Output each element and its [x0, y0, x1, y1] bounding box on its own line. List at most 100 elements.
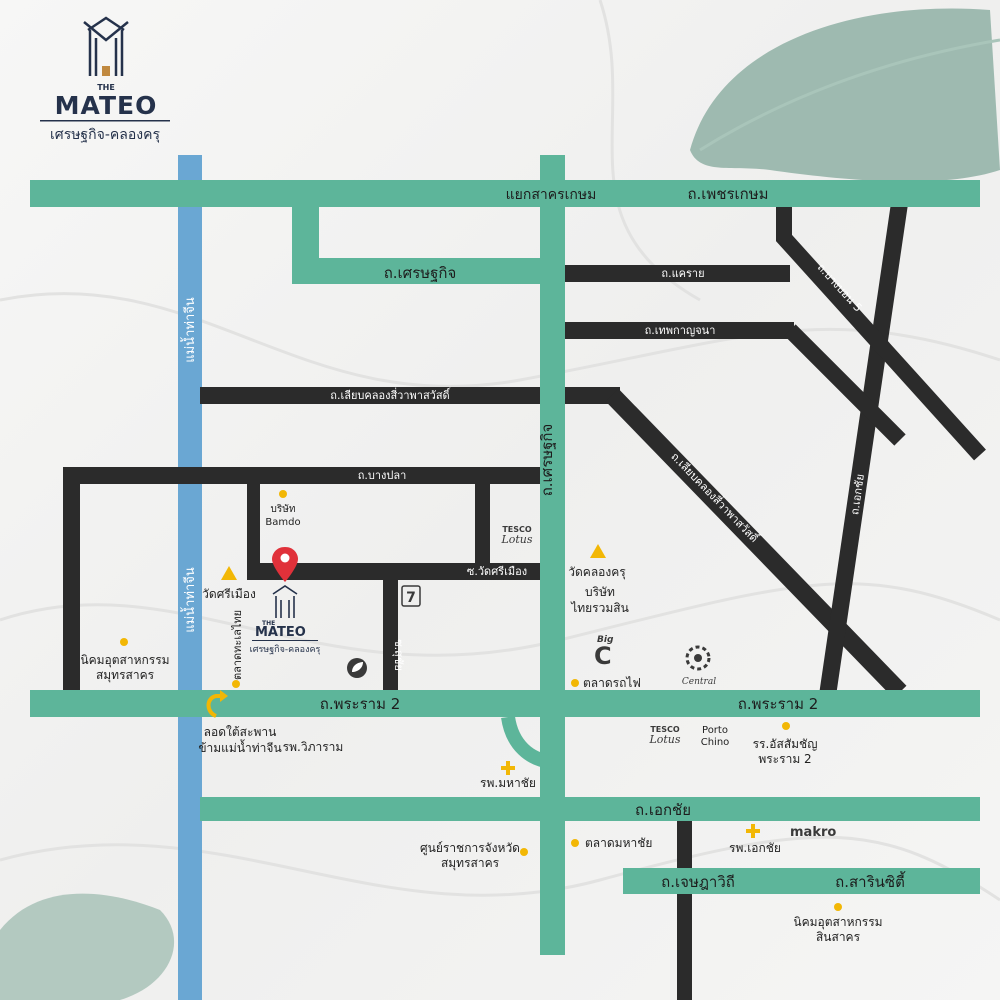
- road-mid-link: [475, 484, 490, 564]
- poi-ekkachai-hosp: รพ.เอกชัย: [729, 841, 781, 855]
- road-ekkachai-horizontal: [200, 797, 980, 821]
- seven-eleven-logo: 7: [406, 590, 416, 606]
- u-turn-icon: [206, 690, 228, 718]
- poi-wat-khlong-khru: วัดคลองครุ: [568, 565, 626, 580]
- lotus-logo-bottom: Lotus: [648, 733, 680, 746]
- pois: บริษัท Bamdo วัดศรีเมือง ตลาดทะเลไทย นิค…: [80, 490, 883, 944]
- road-chetsadawithi: [623, 868, 980, 894]
- poi-dot-talad-thale-thai: [232, 680, 240, 688]
- poi-thai-ruam-sin-line2: ไทยรวมสิน: [570, 601, 629, 615]
- tesco-logo-top: TESCO: [502, 525, 532, 534]
- road-bang-bon-5: [776, 200, 986, 461]
- poi-dot-talad-rot-fai: [571, 679, 579, 687]
- map-pin-hole: [280, 553, 290, 563]
- poi-dot-samut-sakhon-ind: [120, 638, 128, 646]
- road-liap-khlong-diagonal: [605, 388, 907, 699]
- poi-gov-center-line2: สมุทรสาคร: [441, 856, 500, 871]
- road-soi-suchai: [383, 578, 398, 692]
- leaf-badge-mark: [352, 662, 363, 672]
- poi-samut-sakhon-ind-line1: นิคมอุตสาหกรรม: [80, 653, 169, 668]
- leaf-bottom-left: [0, 893, 175, 1000]
- poi-dot-sinsakhon: [834, 903, 842, 911]
- brand-name: MATEO: [55, 91, 158, 120]
- label-setthakit-vertical: ถ.เศรษฐกิจ: [538, 424, 556, 497]
- poi-samut-sakhon-ind-line2: สมุทรสาคร: [96, 668, 155, 683]
- temple-icon-wat-si-mueang: [221, 566, 237, 580]
- road-phetkasem: [30, 180, 980, 207]
- seven-eleven-logo-icon: [401, 585, 421, 607]
- hospital-cross-icon-ekkachai: [746, 824, 760, 838]
- poi-thai-ruam-sin-line1: บริษัท: [585, 585, 615, 599]
- poi-dot-assumption: [782, 722, 790, 730]
- brand-the: THE: [97, 83, 115, 92]
- lotus-logo-top: Lotus: [500, 533, 532, 546]
- road-bang-pla: [63, 467, 540, 484]
- marker-name: MATEO: [255, 625, 306, 640]
- road-liap-khlong-horizontal: [200, 387, 620, 404]
- temple-icon-wat-khlong-khru: [590, 544, 606, 558]
- poi-talad-mahachai: ตลาดมหาชัย: [585, 836, 652, 850]
- tesco-logo-bottom: TESCO: [650, 725, 680, 734]
- house-logo-icon: [83, 16, 129, 76]
- leaf-top-right-vein: [699, 38, 1000, 152]
- label-bang-pla: ถ.บางปลา: [358, 469, 407, 482]
- poi-assumption-line1: รร.อัสสัมชัญ: [753, 737, 818, 751]
- road-thep-kanchana-diagonal: [784, 324, 906, 446]
- label-phetkasem: ถ.เพชรเกษม: [687, 185, 768, 203]
- poi-dot-bamdo: [279, 490, 287, 498]
- central-logo: Central: [682, 677, 716, 687]
- rama2-interchange-curve: [501, 715, 554, 769]
- store-logos: TESCO Lotus TESCO Lotus 7 Big C Central: [347, 525, 716, 746]
- poi-underpass-line1: ลอดใต้สะพาน: [204, 725, 277, 739]
- brand-tagline: เศรษฐกิจ-คลองครุ: [50, 127, 160, 143]
- road-thep-kanchana: [562, 322, 794, 339]
- hospital-cross-icon-mahachai: [501, 761, 515, 775]
- label-river-top: แม่น้ำท่าจีน: [180, 297, 198, 363]
- marker-tagline: เศรษฐกิจ-คลองครุ: [250, 644, 321, 655]
- road-rama-2: [30, 690, 980, 717]
- central-logo-icon: [685, 645, 711, 671]
- green-roads: [30, 155, 980, 955]
- label-khae-rai: ถ.แคราย: [661, 267, 704, 280]
- label-setthakit-horizontal: ถ.เศรษฐกิจ: [384, 264, 457, 282]
- tha-chin-river: [178, 155, 202, 1000]
- label-sarinsit: ถ.สารินซิตี้: [835, 871, 906, 891]
- poi-underpass-line2: ข้ามแม่น้ำท่าจีน: [198, 739, 281, 755]
- poi-bamdo-line2: Bamdo: [265, 517, 300, 528]
- road-khae-rai: [562, 265, 790, 282]
- poi-talad-rot-fai: ตลาดรถไฟ: [583, 676, 641, 690]
- makro-logo: makro: [790, 825, 836, 840]
- leaf-top-right: [690, 8, 1000, 182]
- road-ekkachai-diagonal: [819, 198, 909, 694]
- label-liap-khlong-horizontal: ถ.เลียบคลองสี่วาพาสวัสดิ์: [330, 387, 451, 402]
- poi-mahachai-hosp: รพ.มหาชัย: [480, 776, 536, 790]
- road-left-loop: [63, 467, 80, 692]
- poi-dot-gov-center: [520, 848, 528, 856]
- mini-house-logo-icon: [272, 585, 298, 618]
- poi-assumption-line2: พระราม 2: [758, 752, 811, 766]
- poi-sinsakhon-line2: สินสาคร: [816, 930, 861, 944]
- road-bamdo-spur: [247, 484, 260, 580]
- label-river-bottom: แม่น้ำท่าจีน: [180, 567, 198, 633]
- black-roads: [63, 265, 794, 1000]
- poi-porto-line1: Porto: [702, 725, 728, 736]
- label-rama2-right: ถ.พระราม 2: [738, 695, 819, 713]
- brand-divider: [40, 120, 170, 122]
- label-chetsadawithi: ถ.เจษฎาวิถี: [661, 873, 735, 891]
- marker-the: THE: [262, 620, 275, 627]
- poi-talad-thale-thai: ตลาดทะเลไทย: [231, 610, 244, 680]
- label-ekkachai-diagonal: ถ.เอกชัย: [848, 473, 867, 516]
- label-thep-kanchana: ถ.เทพกาญจนา: [645, 324, 716, 337]
- label-soi-suchai: ซ.สุชัย: [392, 639, 405, 671]
- poi-vibharam: รพ.วิภาราม: [283, 740, 344, 754]
- poi-wat-si-mueang: วัดศรีเมือง: [202, 587, 256, 601]
- label-rama2-left: ถ.พระราม 2: [320, 695, 401, 713]
- road-setthakit-vertical: [540, 155, 565, 955]
- label-sakhon-kasem: แยกสาครเกษม: [506, 187, 597, 203]
- poi-porto-line2: Chino: [701, 737, 730, 748]
- bigc-logo-small: Big: [597, 635, 614, 645]
- bigc-logo-large: C: [594, 642, 612, 670]
- poi-dot-talad-mahachai: [571, 839, 579, 847]
